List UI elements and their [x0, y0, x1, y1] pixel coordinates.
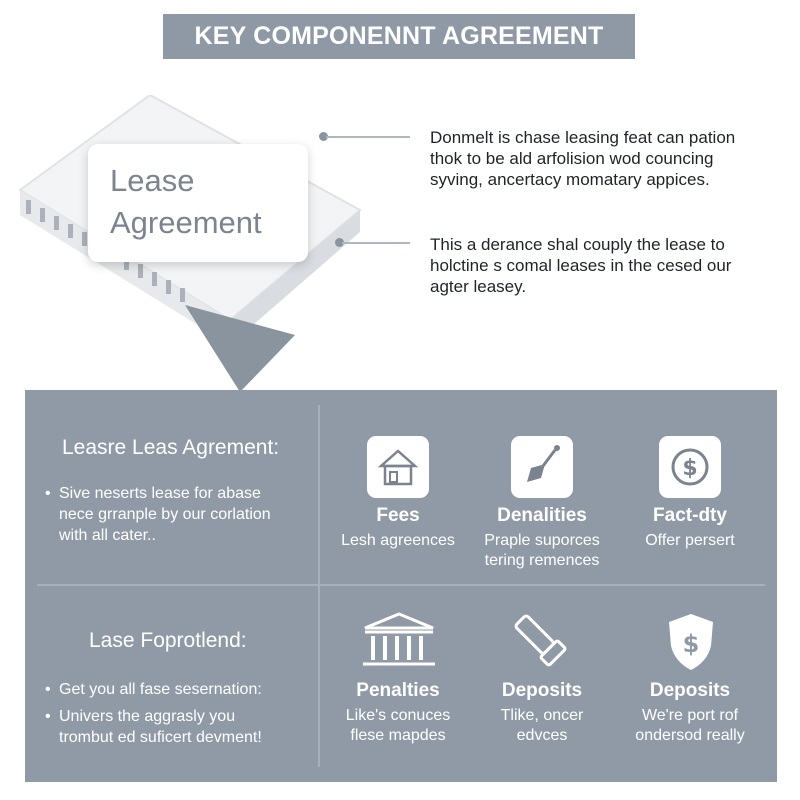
feature-fact-dty: Fact-dty Offer persert	[645, 505, 735, 549]
dollar-icon: $	[659, 436, 721, 498]
svg-text:$: $	[683, 630, 700, 658]
svg-text:$: $	[682, 456, 697, 481]
card-line-1: Lease	[110, 163, 195, 198]
house-icon	[367, 436, 429, 498]
bullet-item: •Sive neserts lease for abase nece grran…	[45, 485, 271, 544]
feature-penalties: Penalties Like's conuces flese mapdes	[345, 680, 451, 744]
lease-agreement-card: Lease Agreement	[88, 144, 308, 262]
page-title: KEY COMPONENNT AGREEMENT	[163, 14, 635, 59]
callout-1-line	[326, 136, 410, 138]
callout-2-line	[342, 242, 410, 244]
vertical-divider	[318, 405, 320, 767]
feature-deposits: Deposits Tlike, oncer edvces	[500, 680, 584, 744]
bullet-item: •Univers the aggrasly you trombut ed suf…	[45, 708, 262, 746]
callout-1-text: Donmelt is chase leasing feat can pation…	[430, 128, 736, 189]
feature-denalities: Denalities Praple suporces tering remenc…	[484, 505, 600, 569]
feature-fees: Fees Lesh agreences	[341, 505, 455, 549]
trowel-icon	[511, 436, 573, 498]
shield-dollar-icon: $	[669, 614, 713, 670]
callout-2-text: This a derance shal couply the lease to …	[430, 235, 732, 296]
horizontal-divider	[37, 584, 765, 586]
feature-deposits-2: Deposits We're port rof ondersod really	[635, 680, 745, 744]
components-panel: Leasre Leas Agrement: •Sive neserts leas…	[25, 390, 777, 782]
callout-1-dot	[319, 132, 328, 141]
stamp-pen-icon	[514, 614, 567, 667]
section-heading-bottom: Lase Foprotlend:	[89, 629, 247, 652]
bank-building-icon	[363, 612, 435, 666]
section-heading-top: Leasre Leas Agrement:	[62, 436, 280, 459]
card-line-2: Agreement	[110, 205, 262, 240]
callout-2-dot	[335, 238, 344, 247]
bullet-item: •Get you all fase sesernation:	[45, 681, 262, 698]
